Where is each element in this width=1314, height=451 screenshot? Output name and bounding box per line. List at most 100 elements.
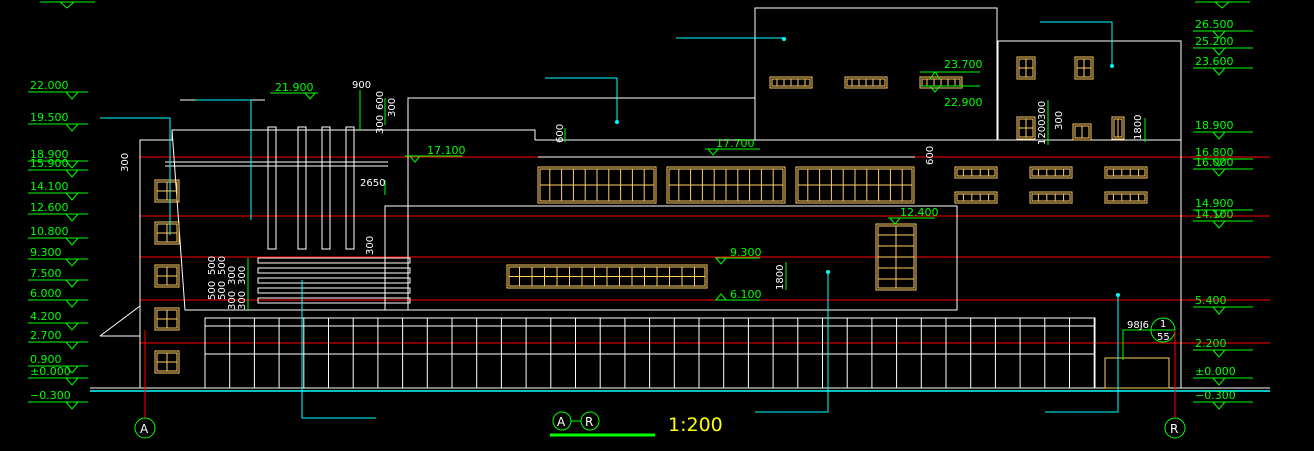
elev-label: 23.700 (944, 58, 983, 71)
level-mark: 14.900 (1193, 197, 1253, 218)
level-label: 14.900 (1195, 197, 1234, 210)
level-label: 7.500 (30, 267, 62, 280)
level-label: 2.700 (30, 329, 62, 342)
windows (154, 56, 1148, 374)
dim-2650: 2650 (360, 178, 385, 189)
level-label: 19.500 (30, 111, 69, 124)
elev-label: 6.100 (730, 288, 762, 301)
level-mark: 16.800 (1193, 146, 1253, 167)
dim-text: 500 (207, 256, 218, 275)
level-mark: 14.100 (1193, 208, 1253, 229)
level-label: 4.200 (30, 310, 62, 323)
level-mark: 18.900 (28, 148, 88, 169)
level-label: 22.000 (30, 79, 69, 92)
level-label: 18.900 (30, 148, 69, 161)
level-mark: 26.500 (1193, 18, 1253, 39)
level-mark: −0.300 (1193, 389, 1253, 410)
dim-text: 300 (237, 266, 248, 285)
dim-text: 500 (217, 281, 228, 300)
level-mark: 18.900 (1193, 119, 1253, 140)
leader-lines (100, 21, 1120, 419)
window (1111, 116, 1125, 140)
dim-text: 300 (227, 266, 238, 285)
window (954, 166, 998, 179)
level-label: 12.600 (30, 201, 69, 214)
detail-ref: 98J6 (1127, 320, 1149, 331)
dim-text: 500 (217, 256, 228, 275)
detail-num: 1 (1160, 319, 1166, 330)
level-label: 5.400 (1195, 294, 1227, 307)
window (1104, 166, 1148, 179)
level-label: 18.900 (1195, 119, 1234, 132)
elev-label: 12.400 (900, 206, 939, 219)
level-mark: 5.400 (1193, 294, 1253, 315)
level-mark: 22.000 (28, 79, 88, 100)
level-label: 6.000 (30, 287, 62, 300)
level-label: 23.600 (1195, 55, 1234, 68)
level-mark: 10.800 (28, 225, 88, 246)
level-label: 10.800 (30, 225, 69, 238)
window (1016, 116, 1036, 140)
dim-text: 600 (555, 124, 566, 143)
level-mark: 15.900 (28, 157, 88, 178)
level-label: 2.200 (1195, 337, 1227, 350)
level-label: 14.100 (30, 180, 69, 193)
window (154, 350, 180, 374)
level-mark: 9.300 (28, 246, 88, 267)
elev-label: 21.900 (275, 81, 314, 94)
level-mark: 12.600 (28, 201, 88, 222)
level-mark: 2.200 (1193, 337, 1253, 358)
window (1029, 191, 1073, 204)
level-mark: 4.200 (28, 310, 88, 331)
dim-text: 600 (375, 91, 386, 110)
dim-text: 300 (365, 236, 376, 255)
right-level-marks: 26.50025.20023.60018.90016.80016.00014.9… (1193, 18, 1253, 410)
window (1029, 166, 1073, 179)
level-mark: ±0.000 (1193, 365, 1253, 386)
svg-text:A: A (140, 422, 149, 436)
level-mark: 16.000 (1193, 156, 1253, 177)
level-label: 15.900 (30, 157, 69, 170)
level-label: 16.000 (1195, 156, 1234, 169)
elev-label: 9.300 (730, 246, 762, 259)
level-label: ±0.000 (1195, 365, 1236, 378)
level-mark: ±0.000 (28, 365, 88, 386)
dim-text: 300 (227, 291, 238, 310)
elev-label: 22.900 (944, 96, 983, 109)
window (154, 179, 180, 203)
dim-text: 1800 (1133, 115, 1144, 140)
window (506, 264, 708, 289)
scale-label: 1:200 (668, 414, 723, 436)
view-axis-end: R (585, 415, 593, 429)
level-label: 0.900 (30, 353, 62, 366)
grid-axis-A: A (134, 330, 156, 439)
window (844, 76, 888, 89)
window (1016, 56, 1036, 80)
level-label: −0.300 (1195, 389, 1236, 402)
dim-900: 900 (352, 80, 371, 91)
level-label: 26.500 (1195, 18, 1234, 31)
dim-text: 500 (207, 281, 218, 300)
level-mark: 19.500 (28, 111, 88, 132)
window (1074, 56, 1094, 80)
window (795, 166, 915, 204)
level-label: 14.100 (1195, 208, 1234, 221)
dim-text: 300 (387, 98, 398, 117)
level-mark: 0.900 (28, 353, 88, 374)
dim-text: 300 (120, 153, 131, 172)
level-mark: 7.500 (28, 267, 88, 288)
dimension-marks (247, 90, 1146, 310)
level-mark: 14.100 (28, 180, 88, 201)
elev-label: 17.100 (427, 144, 466, 157)
dim-text: 300 (1037, 101, 1048, 120)
detail-callout: 98J6 1 55 (1122, 317, 1176, 360)
level-label: ±0.000 (30, 365, 71, 378)
window (1104, 191, 1148, 204)
window (537, 166, 657, 204)
level-mark: 6.000 (28, 287, 88, 308)
level-label: −0.300 (30, 389, 71, 402)
dim-text: 1800 (775, 265, 786, 290)
window (954, 191, 998, 204)
